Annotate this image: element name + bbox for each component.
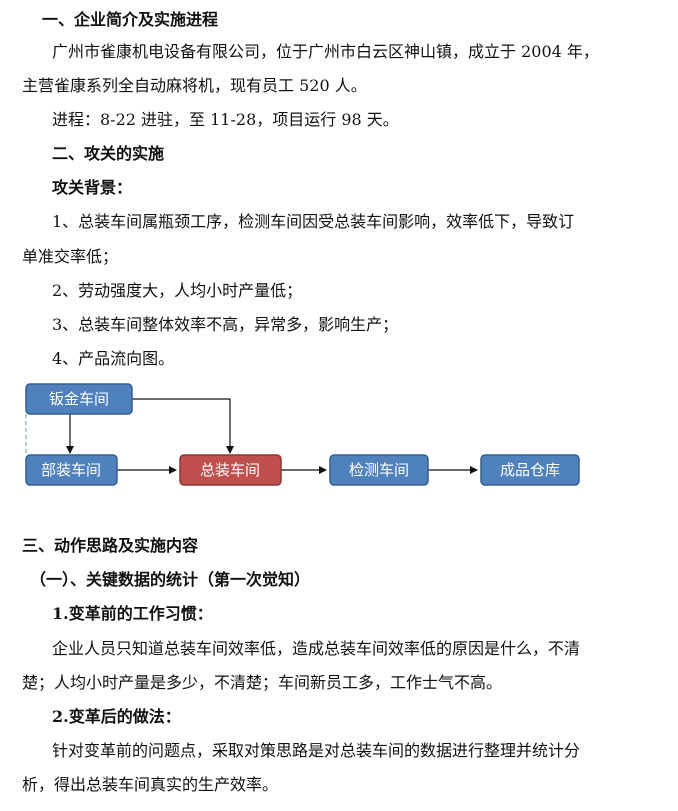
subsection-1-heading: （一）、关键数据的统计（第一次觉知） [30,570,311,589]
node-sheet-metal-workshop: 钣金车间 [25,383,133,415]
section-3-heading: 三、动作思路及实施内容 [22,536,199,555]
background-heading: 攻关背景： [52,178,133,197]
node-subassembly-workshop: 部装车间 [25,454,118,486]
section-1-heading: 一、企业简介及实施进程 [42,10,219,29]
arrow-sheet-to-assembly [132,398,234,454]
before-change-line-2: 楚；人均小时产量是多少，不清楚；车间新员工多，工作士气不高。 [22,673,503,692]
background-item-2: 2、劳动强度大，人均小时产量低； [52,281,303,300]
paragraph-company-line-2: 主营雀康系列全自动麻将机，现有员工 520 人。 [22,76,367,95]
svg-text:检测车间: 检测车间 [349,461,409,479]
background-item-3: 3、总装车间整体效率不高，异常多，影响生产； [52,315,399,334]
paragraph-progress: 进程：8-22 进驻，至 11-28，项目运行 98 天。 [52,110,399,129]
before-change-line-1: 企业人员只知道总装车间效率低，造成总装车间效率低的原因是什么，不清 [52,639,581,658]
background-item-1-line-1: 1、总装车间属瓶颈工序，检测车间因受总装车间影响，效率低下，导致订 [52,212,575,231]
svg-text:部装车间: 部装车间 [41,461,101,479]
background-item-1-line-2: 单准交率低； [22,247,119,266]
node-inspection-workshop: 检测车间 [329,454,429,486]
after-change-line-2: 析，得出总装车间真实的生产效率。 [22,775,279,794]
after-change-line-1: 针对变革前的问题点，采取对策思路是对总装车间的数据进行整理并统计分 [52,741,581,760]
section-2-heading: 二、攻关的实施 [52,144,165,163]
svg-text:总装车间: 总装车间 [200,461,260,479]
paragraph-company-line-1: 广州市雀康机电设备有限公司，位于广州市白云区神山镇，成立于 2004 年， [52,42,599,61]
before-change-heading: 1.变革前的工作习惯： [52,604,213,623]
background-item-4: 4、产品流向图。 [52,349,175,368]
node-finished-goods-warehouse: 成品仓库 [480,454,580,486]
svg-text:成品仓库: 成品仓库 [500,461,560,479]
after-change-heading: 2.变革后的做法： [52,707,181,726]
product-flow-diagram: 钣金车间 部装车间 总装车间 检测车间 成品仓库 [25,383,580,486]
svg-text:钣金车间: 钣金车间 [49,390,109,408]
node-final-assembly-workshop: 总装车间 [179,454,282,486]
